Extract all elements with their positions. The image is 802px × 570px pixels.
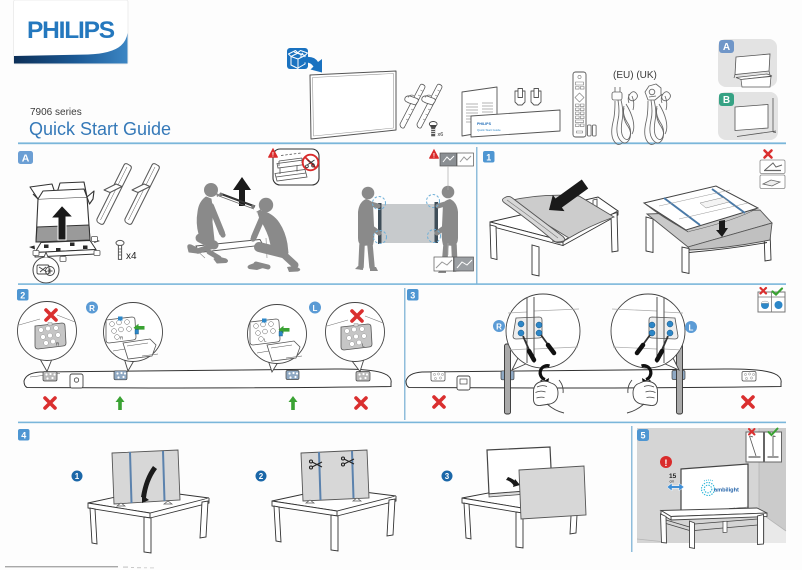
svg-text:1: 1: [75, 472, 80, 481]
svg-text:3: 3: [410, 290, 415, 300]
svg-text:4: 4: [21, 430, 26, 440]
svg-text:PHILIPS: PHILIPS: [27, 17, 115, 44]
svg-text:(EU) (UK): (EU) (UK): [613, 70, 657, 81]
svg-text:PHILIPS: PHILIPS: [477, 122, 492, 126]
svg-text:5: 5: [640, 431, 645, 441]
svg-text:B: B: [723, 95, 730, 106]
svg-text:R: R: [120, 336, 124, 341]
svg-text:15: 15: [669, 473, 677, 480]
svg-text:L: L: [362, 343, 365, 348]
svg-text:L: L: [313, 304, 318, 313]
svg-text:Quick Start Guide: Quick Start Guide: [477, 128, 501, 132]
svg-text:A: A: [723, 42, 730, 53]
svg-text:2: 2: [259, 472, 264, 481]
svg-text:7906 series: 7906 series: [30, 107, 82, 118]
svg-text:x6: x6: [438, 132, 444, 138]
svg-text:ambilight: ambilight: [714, 488, 739, 494]
svg-text:L: L: [264, 338, 267, 343]
svg-text:x4: x4: [126, 251, 137, 262]
svg-text:!: !: [664, 458, 667, 469]
svg-text:L: L: [689, 323, 694, 332]
svg-text:R: R: [496, 322, 502, 331]
svg-text:R: R: [56, 342, 60, 347]
svg-text:A: A: [22, 153, 30, 165]
svg-text:1: 1: [486, 152, 491, 162]
svg-text:R: R: [89, 304, 95, 313]
svg-text:Quick Start Guide: Quick Start Guide: [29, 119, 171, 139]
svg-text:2: 2: [20, 290, 25, 300]
svg-text:3: 3: [445, 472, 450, 481]
svg-text:cm: cm: [670, 480, 675, 484]
